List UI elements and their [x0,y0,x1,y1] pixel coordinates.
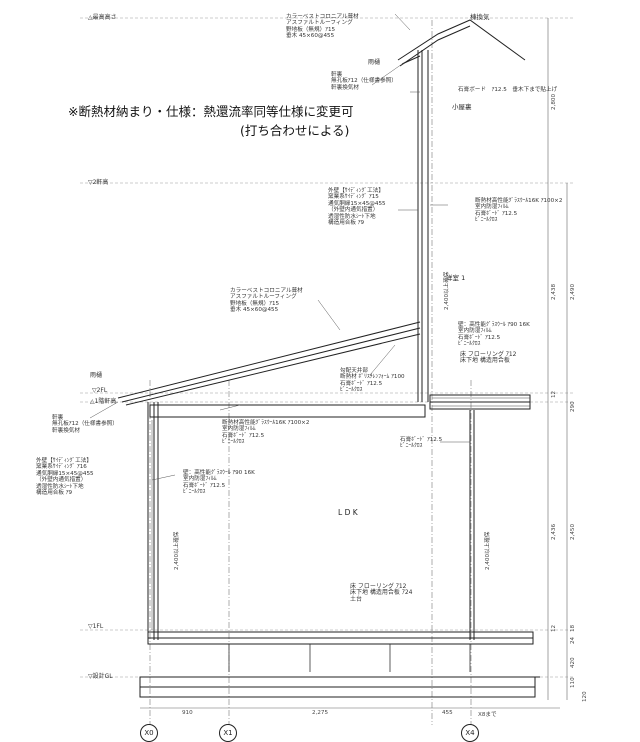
dim-right2-0: 2,490 [570,283,576,300]
level-2fl: ▽2FL [92,387,108,394]
dim-ceiling-1f-right: 2,400以上確保 [485,531,491,570]
dim-right1-2: 12 [551,390,557,398]
dim-right2-1: 290 [570,401,576,412]
room-western1: 洋室 1 [446,274,466,282]
room-ldk: L D K [338,508,358,517]
dim-right1-1: 2,438 [551,283,557,300]
dim-right1-0: 2,800 [551,93,557,110]
dim-h-3: X8まで [478,712,497,718]
room-attic: 小屋裏 [452,103,472,111]
level-eave-1: △1階軒高 [90,398,117,405]
grid-axis-x4: X4 [461,724,479,742]
dim-right2-4: 24 [570,636,576,644]
level-max-height: △最高高さ [88,14,117,21]
grid-axis-x0: X0 [140,724,158,742]
note-plaster-top: 石膏ボード ｱ12.5 垂木下まで貼上げ [458,87,558,93]
note-line-1: ※断熱材納まり・仕様：熱還流率同等仕様に変更可 [68,104,354,119]
dim-ceiling-1f-left: 2,400以上確保 [174,531,180,570]
dim-right2-6: 110 [570,677,576,688]
note-gutter-low: 雨樋 [90,372,103,379]
dim-h-0: 910 [182,710,193,716]
grid-axis-x1: X1 [219,724,237,742]
level-1fl: ▽1FL [88,623,104,630]
note-ridge-vent: 棟換気 [470,13,490,21]
note-eave-low: 軒裏無孔板ｱ12（仕様書参照）軒裏換気材 [52,415,118,434]
dim-right2-3: 18 [570,624,576,632]
dim-right2-7: 120 [582,691,588,702]
dim-ceiling-2f: 2,400以上確保 [444,271,450,310]
note-gutter-top: 雨樋 [368,59,381,66]
note-line-2: (打ち合わせによる) [240,123,350,138]
level-eave-2: ▽2軒高 [88,179,109,186]
note-eave-top: 軒裏無孔板ｱ12（仕様書参照）軒裏換気材 [331,72,397,91]
dim-h-2: 455 [442,710,453,716]
dim-h-1: 2,275 [312,710,329,716]
dim-right2-5: 420 [570,657,576,668]
dim-right2-2: 2,450 [570,523,576,540]
dim-right1-4: 12 [551,624,557,632]
level-gl: ▽設計GL [88,673,113,680]
dim-right1-3: 2,436 [551,523,557,540]
